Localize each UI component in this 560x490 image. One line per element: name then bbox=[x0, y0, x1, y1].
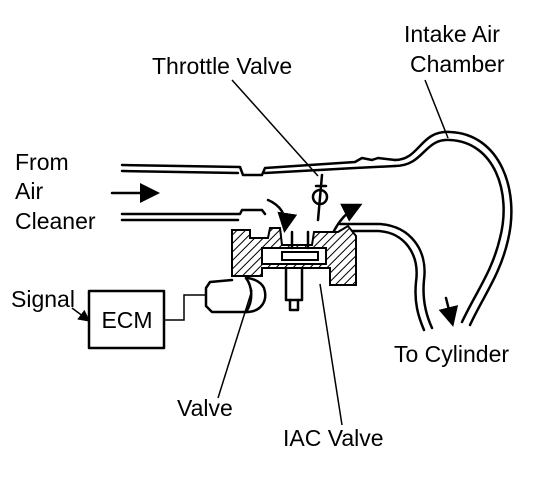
throttle-valve-leader bbox=[231, 79, 319, 177]
ecm-label: ECM bbox=[101, 307, 152, 333]
air-label: Air bbox=[15, 178, 43, 204]
intake-duct-lower-wall bbox=[120, 208, 267, 222]
valve-leader bbox=[217, 289, 253, 399]
intake-air-chamber bbox=[338, 130, 513, 332]
signal-line bbox=[71, 307, 91, 322]
chamber-leader bbox=[424, 79, 449, 139]
throttle-valve-plate bbox=[311, 173, 329, 222]
leader-lines bbox=[217, 79, 449, 426]
iac-valve-label: IAC Valve bbox=[283, 425, 384, 451]
signal-label: Signal bbox=[11, 286, 75, 312]
valve-label: Valve bbox=[177, 395, 233, 421]
intake-air-chamber-label-2: Chamber bbox=[410, 51, 505, 77]
to-cylinder-label: To Cylinder bbox=[394, 341, 509, 367]
to-cylinder-flow-arrow bbox=[438, 296, 459, 327]
valve-connector bbox=[204, 276, 267, 314]
ecm-box: ECM bbox=[87, 289, 166, 350]
intake-duct-upper-wall bbox=[120, 156, 397, 177]
cleaner-label: Cleaner bbox=[15, 208, 96, 234]
throttle-valve-label: Throttle Valve bbox=[152, 53, 292, 79]
intake-air-chamber-label-1: Intake Air bbox=[404, 21, 500, 47]
from-label: From bbox=[15, 149, 69, 175]
iac-valve-body bbox=[231, 224, 357, 312]
iac-valve-leader bbox=[319, 283, 343, 426]
ecm-to-valve-wire bbox=[164, 294, 206, 321]
